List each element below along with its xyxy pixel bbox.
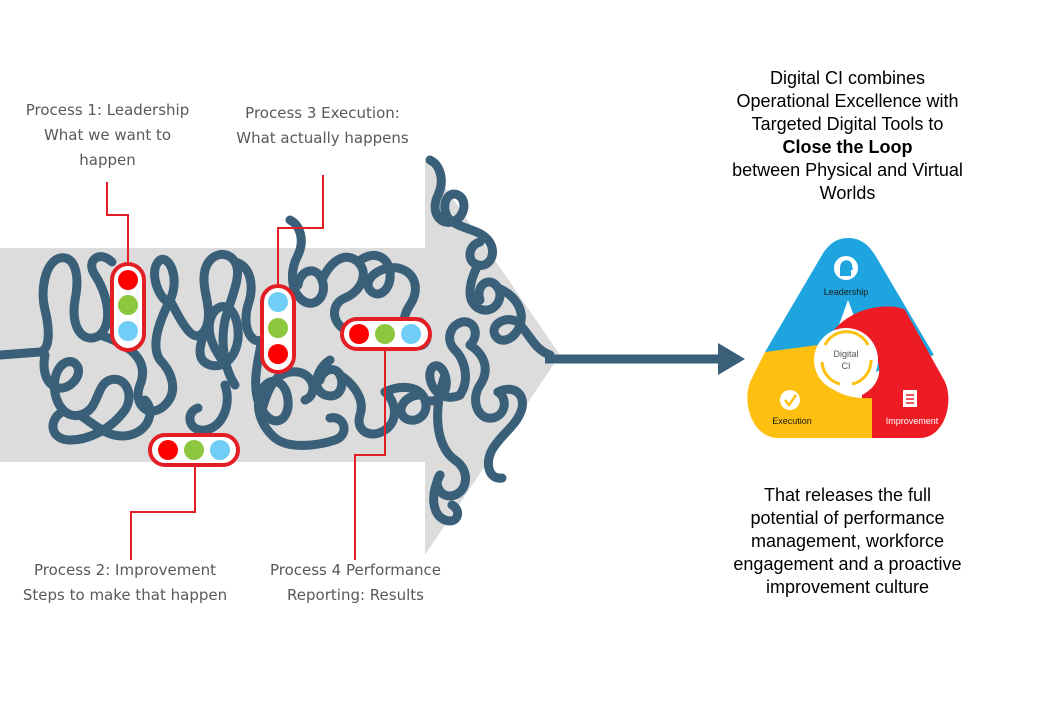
triangle-center-line-2: CI	[842, 361, 851, 371]
process-4-line-1: Process 4 Performance	[269, 561, 442, 579]
process-1-line-3: happen	[79, 151, 136, 169]
process-2-line-1: Process 2: Improvement	[34, 561, 216, 579]
outro-line-3: management, workforce	[750, 531, 945, 551]
callout-line-process-2	[130, 462, 196, 560]
process-3-line-1: Process 3 Execution:	[245, 104, 400, 122]
outro-line-4: engagement and a proactive	[733, 554, 962, 574]
process-2-line-2: Steps to make that happen	[22, 586, 228, 604]
intro-line-1: Digital CI combines	[769, 68, 926, 88]
outro-line-1: That releases the full	[763, 485, 932, 505]
traffic-light-process-2	[148, 433, 240, 467]
gear-check-icon	[780, 390, 800, 410]
process-3-label: Process 3 Execution: What actually happe…	[225, 101, 420, 151]
process-3-line-2: What actually happens	[236, 129, 409, 147]
callout-line-process-1	[106, 182, 129, 265]
process-4-label: Process 4 Performance Reporting: Results	[258, 558, 453, 608]
triangle-label-execution: Execution	[772, 416, 812, 426]
connector-arrow-head	[718, 343, 745, 375]
triangle-center-disc	[814, 328, 878, 392]
intro-line-5: between Physical and Virtual	[732, 160, 963, 180]
traffic-light-process-1	[110, 262, 146, 352]
process-1-line-2: What we want to	[43, 126, 172, 144]
outro-text: That releases the full potential of perf…	[700, 484, 995, 599]
callout-line-process-4	[354, 347, 386, 560]
outro-line-2: potential of performance	[750, 508, 945, 528]
cycle-arrow-right	[851, 359, 873, 386]
traffic-light-process-3	[260, 284, 296, 374]
digital-ci-triangle: Leadership Execution Improvement Digital…	[747, 238, 949, 438]
intro-line-2: Operational Excellence with	[736, 91, 959, 111]
process-2-label: Process 2: Improvement Steps to make tha…	[15, 558, 235, 608]
head-icon	[840, 260, 853, 276]
intro-line-6: Worlds	[819, 183, 876, 203]
triangle-label-leadership: Leadership	[824, 287, 869, 297]
process-1-line-1: Process 1: Leadership	[25, 101, 190, 119]
callout-lines	[106, 175, 386, 560]
traffic-light-process-4	[340, 317, 432, 351]
intro-text: Digital CI combines Operational Excellen…	[700, 67, 995, 205]
triangle-segment-execution	[747, 345, 872, 438]
callout-line-process-3	[277, 175, 324, 290]
cycle-arrow-left	[820, 361, 841, 386]
process-1-label: Process 1: Leadership What we want to ha…	[10, 98, 205, 173]
outro-line-5: improvement culture	[765, 577, 930, 597]
intro-line-3: Targeted Digital Tools to	[751, 114, 944, 134]
cycle-arrow-top	[823, 330, 870, 346]
triangle-center-line-1: Digital	[833, 349, 858, 359]
process-4-line-2: Reporting: Results	[287, 586, 424, 604]
triangle-label-improvement: Improvement	[886, 416, 939, 426]
intro-emphasis: Close the Loop	[782, 137, 913, 157]
